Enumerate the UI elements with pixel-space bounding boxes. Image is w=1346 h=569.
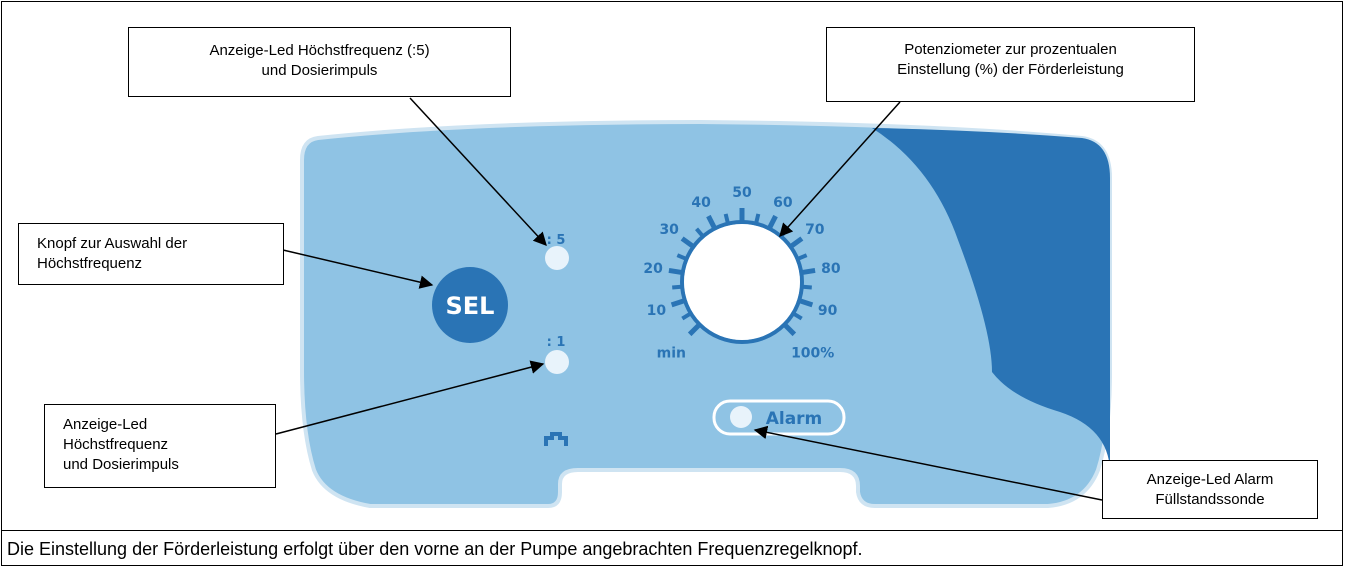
callout-top-led: Anzeige-Led Höchstfrequenz (:5) und Dosi… bbox=[128, 27, 511, 97]
callout-sel-button-line1: Knopf zur Auswahl der bbox=[37, 235, 188, 252]
dial-label: 80 bbox=[821, 261, 841, 277]
dial-label: 10 bbox=[647, 303, 667, 319]
alarm-label: Alarm bbox=[766, 409, 823, 429]
caption: Die Einstellung der Förderleistung erfol… bbox=[7, 539, 863, 559]
callout-alarm-led-line2: Füllstandssonde bbox=[1155, 491, 1265, 508]
dial-label: min bbox=[657, 346, 686, 362]
dial-ring bbox=[680, 220, 804, 344]
callout-sel-button-line2: Höchstfrequenz bbox=[37, 255, 143, 272]
dial-scale bbox=[668, 208, 816, 344]
callout-potentiometer: Potenziometer zur prozentualen Einstellu… bbox=[826, 27, 1195, 102]
led-bottom bbox=[545, 350, 569, 374]
dial-label: 60 bbox=[773, 195, 793, 211]
alarm-led bbox=[730, 406, 752, 428]
callout-bottom-led-line1: Anzeige-Led bbox=[63, 416, 148, 433]
led-top bbox=[545, 246, 569, 270]
alarm-indicator: Alarm bbox=[712, 399, 846, 436]
callout-sel-button: Knopf zur Auswahl der Höchstfrequenz bbox=[18, 223, 284, 285]
callout-top-led-line1: Anzeige-Led Höchstfrequenz (:5) bbox=[209, 42, 430, 59]
sel-button-label: SEL bbox=[446, 292, 495, 320]
dial-label: 40 bbox=[691, 195, 711, 211]
arrow-potentiometer bbox=[779, 101, 901, 238]
callout-potentiometer-line1: Potenziometer zur prozentualen bbox=[904, 41, 1117, 58]
dial-labels: min 10 20 30 40 50 60 70 80 90 100% bbox=[643, 185, 841, 362]
potentiometer-knob[interactable] bbox=[684, 224, 800, 340]
dial-label: 100% bbox=[791, 346, 834, 362]
pulse-icon bbox=[544, 432, 568, 446]
panel-swoosh bbox=[872, 128, 1110, 470]
led-top-label: : 5 bbox=[547, 233, 566, 248]
arrow-sel-button bbox=[282, 249, 434, 289]
dial-label: 70 bbox=[805, 222, 825, 238]
callout-alarm-led-line1: Anzeige-Led Alarm bbox=[1146, 471, 1274, 488]
potentiometer-dial[interactable]: min 10 20 30 40 50 60 70 80 90 100% bbox=[643, 185, 841, 362]
arrow-top-led bbox=[409, 97, 547, 246]
dial-label: 30 bbox=[659, 222, 679, 238]
callout-potentiometer-line2: Einstellung (%) der Förderleistung bbox=[897, 61, 1124, 78]
dial-label: 90 bbox=[818, 303, 838, 319]
arrow-bottom-led bbox=[275, 360, 545, 435]
callout-alarm-led: Anzeige-Led Alarm Füllstandssonde bbox=[1102, 460, 1318, 519]
callout-bottom-led-line3: und Dosierimpuls bbox=[63, 456, 179, 473]
caption-row: Die Einstellung der Förderleistung erfol… bbox=[1, 530, 1343, 567]
arrow-alarm-led bbox=[753, 425, 1103, 501]
led-bottom-label: : 1 bbox=[547, 335, 566, 350]
callout-bottom-led: Anzeige-Led Höchstfrequenz und Dosierimp… bbox=[44, 404, 276, 488]
callout-top-led-line2: und Dosierimpuls bbox=[261, 62, 378, 79]
dial-label: 20 bbox=[643, 261, 663, 277]
sel-button[interactable]: SEL bbox=[432, 267, 508, 343]
dial-label: 50 bbox=[732, 185, 752, 201]
callout-bottom-led-line2: Höchstfrequenz bbox=[63, 436, 169, 453]
